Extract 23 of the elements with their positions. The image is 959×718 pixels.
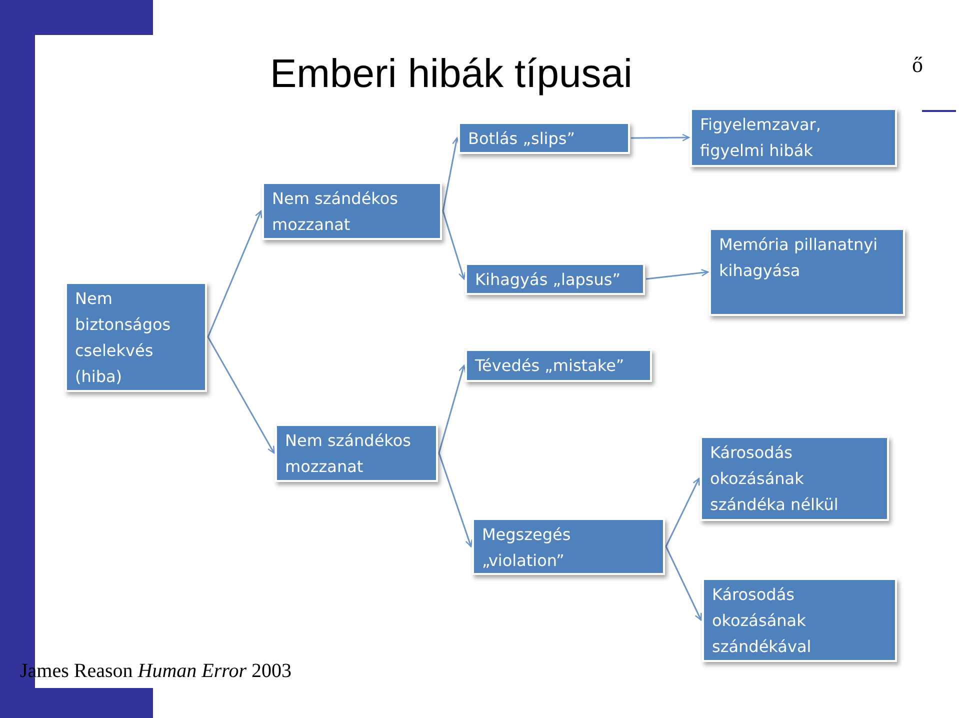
arrow — [207, 210, 262, 338]
process-box: Megszegés „violation” — [472, 518, 665, 575]
process-box: Károsodás okozásának szándékával — [702, 578, 897, 662]
arrow — [665, 478, 700, 547]
process-box: Kihagyás „lapsus” — [465, 263, 645, 295]
arrow — [646, 268, 709, 280]
process-box: Botlás „slips” — [458, 122, 630, 154]
arrow — [442, 210, 466, 280]
title: Emberi hibák típusai — [270, 52, 632, 97]
process-box: Nem biztonságos cselekvés (hiba) — [65, 282, 207, 392]
arrow — [665, 546, 702, 621]
arrow — [207, 336, 275, 454]
process-box: Nem szándékos mozzanat — [262, 182, 442, 240]
process-box: Memória pillanatnyi kihagyása — [709, 228, 905, 316]
arrow — [438, 364, 466, 454]
arrow — [631, 134, 690, 142]
process-box: Károsodás okozásának szándéka nélkül — [700, 436, 889, 521]
process-box: Figyelemzavar, figyelmi hibák — [690, 108, 897, 167]
arrow — [442, 137, 460, 212]
process-box: Tévedés „mistake” — [465, 349, 652, 382]
process-box: Nem szándékos mozzanat — [275, 424, 438, 482]
text-fragment: ő — [912, 52, 923, 78]
arrow — [438, 452, 473, 548]
